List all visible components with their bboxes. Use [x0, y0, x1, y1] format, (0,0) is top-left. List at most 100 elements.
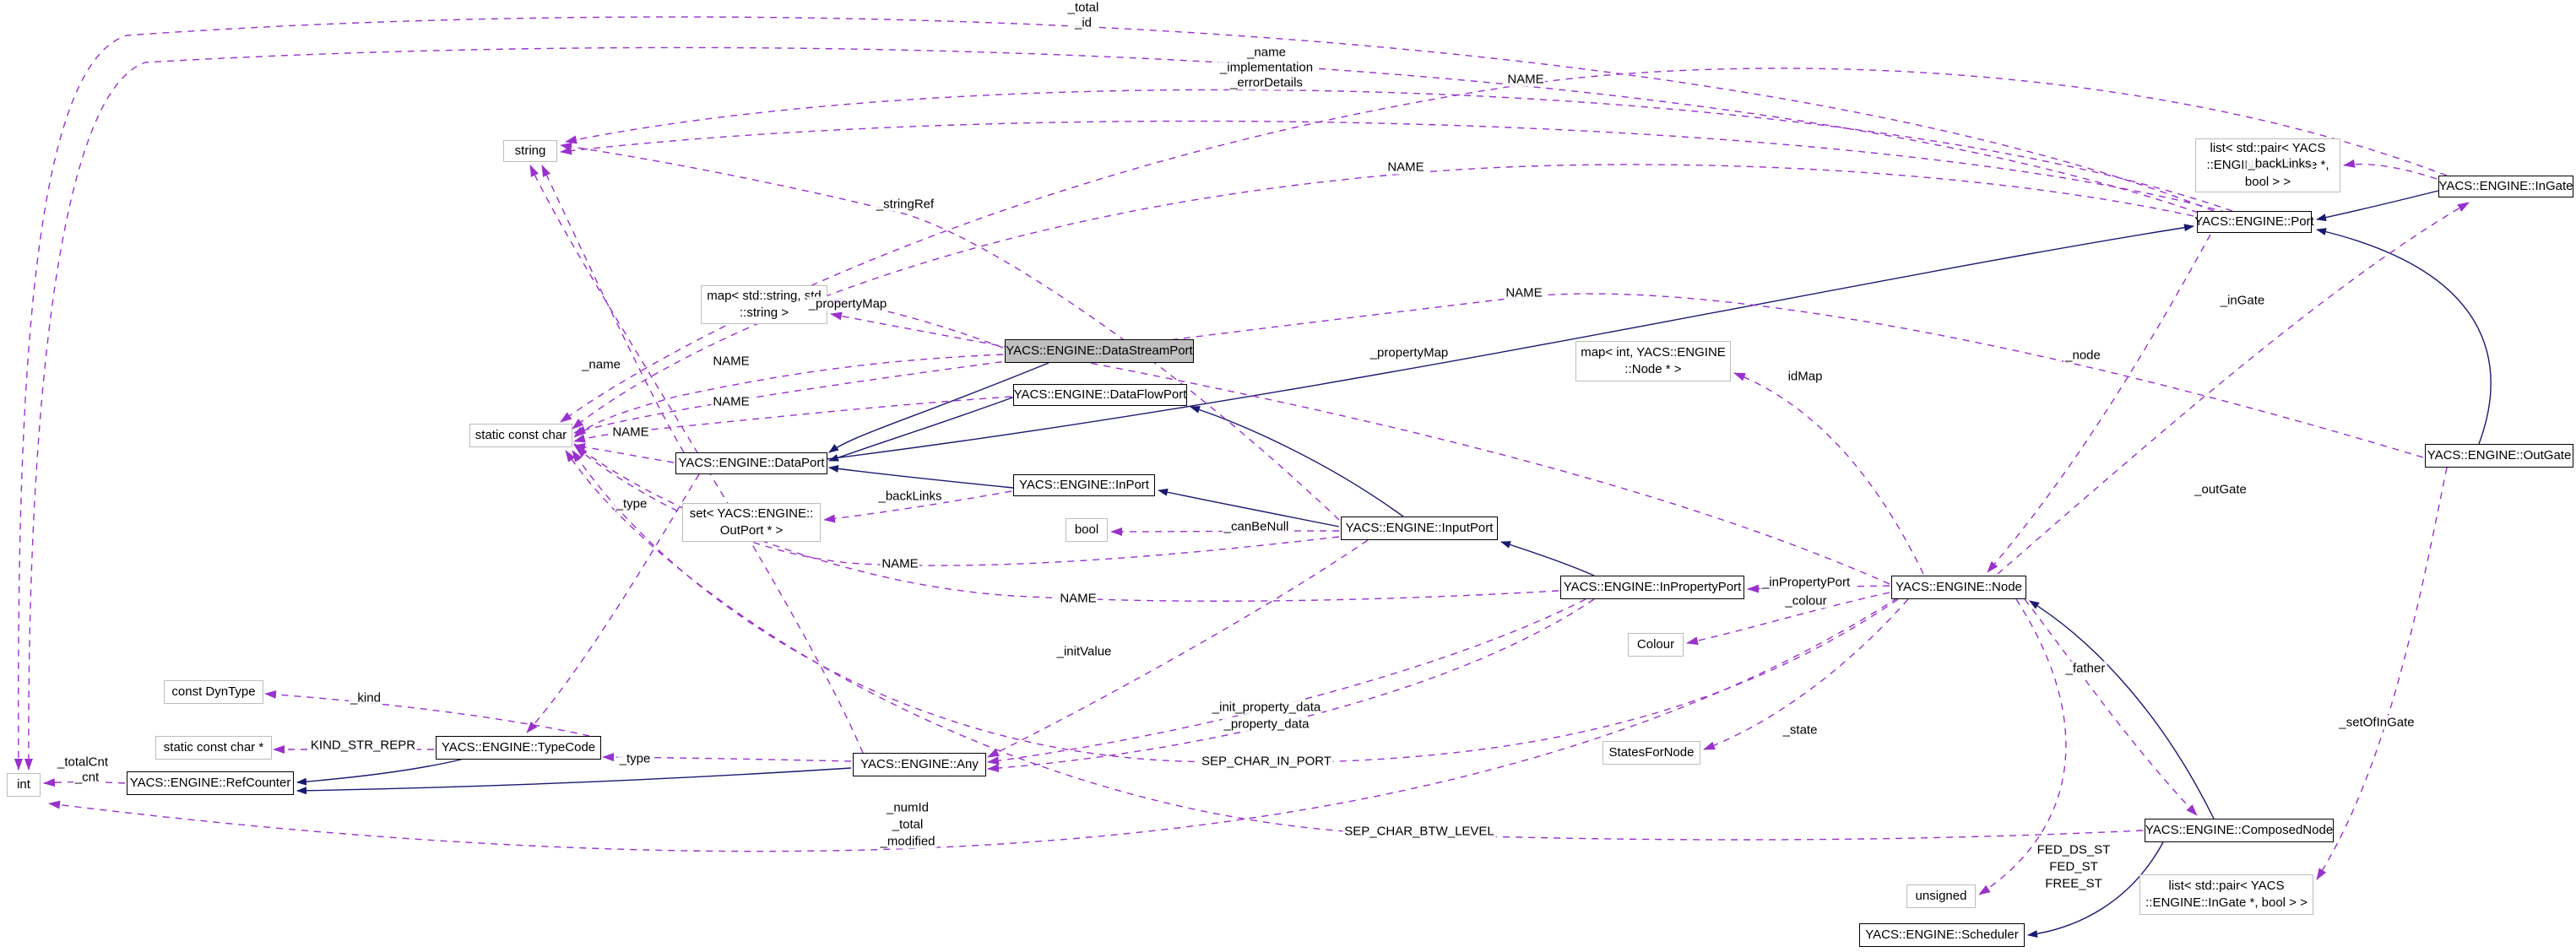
node-map-int-node[interactable]: map< int, YACS::ENGINE::Node * >: [1575, 341, 1731, 381]
node-label-line: YACS::ENGINE::DataStreamPort: [1006, 343, 1193, 358]
edge-node-numid-to-int: [48, 597, 1899, 852]
edge-label: NAME: [1504, 285, 1544, 300]
edge-label: KIND_STR_REPR: [308, 738, 418, 753]
node-label-line: static const char: [475, 428, 567, 442]
edge-node-ingate: [1997, 202, 2470, 575]
edge-node-idmap: [1733, 372, 1924, 575]
node-label-line: ::string >: [740, 306, 789, 320]
edge-label: _backLinks: [876, 489, 944, 504]
edge-inputport-canbenull: [1110, 527, 1340, 536]
edge-label: _modified: [878, 834, 937, 849]
node-label-line: string: [514, 143, 546, 158]
edge-label: _type: [617, 751, 653, 766]
node-label-line: map< std::string, std: [707, 289, 822, 303]
edge-dataport-name-to-string: [541, 165, 685, 453]
node-unsigned[interactable]: unsigned: [1906, 884, 1976, 908]
edge-port-id-to-int: [24, 46, 2223, 771]
node-label-line: list< std::pair< YACS: [2168, 879, 2285, 893]
node-datastreamport[interactable]: YACS::ENGINE::DataStreamPort: [1005, 339, 1194, 363]
node-label-line: unsigned: [1915, 889, 1967, 903]
node-node[interactable]: YACS::ENGINE::Node: [1891, 576, 2026, 599]
edge-any-to-refcounter: [296, 767, 852, 795]
node-any[interactable]: YACS::ENGINE::Any: [853, 753, 986, 776]
node-label-line: YACS::ENGINE::OutGate: [2427, 448, 2572, 462]
edge-label: _errorDetails: [1228, 75, 1304, 90]
edge-node-colour: [1686, 592, 1890, 646]
edge-label: FED_ST: [2047, 859, 2100, 874]
node-outgate[interactable]: YACS::ENGINE::OutGate: [2425, 444, 2573, 468]
node-bool[interactable]: bool: [1066, 518, 1108, 542]
edge-label: _implementation: [1217, 60, 1315, 75]
node-label-line: bool > >: [2244, 175, 2291, 189]
edge-label: idMap: [1786, 369, 1825, 384]
node-label-line: OutPort * >: [719, 523, 784, 538]
node-map-string[interactable]: map< std::string, std::string >: [701, 285, 827, 324]
edge-label: NAME: [711, 354, 751, 369]
edge-label: FED_DS_ST: [2035, 842, 2112, 857]
edge-label: _property_data: [1222, 717, 1311, 732]
edge-outgate-name: [573, 293, 2424, 458]
node-label-line: bool: [1074, 522, 1099, 537]
node-label-line: YACS::ENGINE::InputPort: [1345, 521, 1494, 535]
edge-label: _kind: [349, 690, 382, 706]
node-label-line: list< std::pair< YACS: [2210, 141, 2326, 155]
edge-label: _canBeNull: [1222, 519, 1291, 534]
edge-label: _type: [614, 496, 649, 511]
edge-label: _propertyMap: [1368, 345, 1451, 360]
edge-ingate-to-port: [2316, 190, 2439, 222]
edge-stringref: [560, 142, 1340, 521]
edge-dataport-to-port: [826, 224, 2194, 460]
node-typecode[interactable]: YACS::ENGINE::TypeCode: [436, 736, 601, 760]
edge-outgate-setofingate: [2316, 467, 2448, 880]
node-inpropertyport[interactable]: YACS::ENGINE::InPropertyPort: [1560, 576, 1744, 599]
edge-label: SEP_CHAR_IN_PORT: [1200, 754, 1333, 769]
node-label-line: YACS::ENGINE::InPropertyPort: [1563, 580, 1742, 594]
edge-label: _node: [2064, 348, 2102, 363]
node-label-line: int: [17, 777, 30, 792]
node-int[interactable]: int: [7, 773, 41, 797]
edge-inpropertyport-propdata: [987, 598, 1595, 773]
node-label-line: YACS::ENGINE::Node: [1895, 580, 2022, 594]
edge-label: _outGate: [2193, 482, 2248, 497]
edge-composednode-to-node: [2029, 600, 2215, 819]
node-dataflowport[interactable]: YACS::ENGINE::DataFlowPort: [1013, 384, 1187, 406]
edge-label: FREE_ST: [2043, 876, 2104, 891]
node-composednode[interactable]: YACS::ENGINE::ComposedNode: [2145, 819, 2334, 842]
node-const-dyntype[interactable]: const DynType: [164, 680, 263, 704]
node-statesfornode[interactable]: StatesForNode: [1603, 741, 1700, 765]
edge-inport-to-dataport: [828, 464, 1014, 489]
edge-label: NAME: [610, 425, 651, 440]
node-scheduler[interactable]: YACS::ENGINE::Scheduler: [1859, 923, 2025, 947]
node-set-outport[interactable]: set< YACS::ENGINE::OutPort * >: [682, 503, 821, 542]
node-inputport[interactable]: YACS::ENGINE::InputPort: [1341, 517, 1498, 540]
edge-label: _init_property_data: [1210, 700, 1323, 715]
node-ingate[interactable]: YACS::ENGINE::InGate: [2438, 176, 2573, 197]
node-dataport[interactable]: YACS::ENGINE::DataPort: [675, 452, 827, 474]
node-port[interactable]: YACS::ENGINE::Port: [2194, 211, 2314, 233]
node-list-ingate[interactable]: list< std::pair< YACS::ENGINE::InGate *,…: [2139, 874, 2313, 915]
node-string[interactable]: string: [503, 140, 557, 162]
edge-inpropertyport-name: [573, 443, 1559, 602]
edge-inputport-to-inport: [1158, 488, 1340, 527]
edge-label: _backLinks: [2246, 156, 2313, 171]
edge-inputport-to-dataflowport: [1190, 406, 1404, 517]
node-label-line: YACS::ENGINE::DataPort: [678, 456, 825, 470]
edge-any-to-string: [529, 165, 864, 754]
node-label-line: YACS::ENGINE::InGate: [2438, 179, 2573, 193]
edge-label: _total: [890, 817, 925, 832]
edge-label: _inGate: [2218, 293, 2267, 308]
edge-inport-backlinks: [823, 490, 1012, 523]
node-list-outgate[interactable]: list< std::pair< YACS::ENGINE::OutGate *…: [2195, 138, 2340, 192]
edge-label: NAME: [1386, 160, 1426, 175]
node-refcounter[interactable]: YACS::ENGINE::RefCounter: [127, 771, 294, 795]
node-inport[interactable]: YACS::ENGINE::InPort: [1013, 474, 1155, 496]
edge-label: _id: [1072, 15, 1094, 30]
node-colour[interactable]: Colour: [1628, 633, 1684, 657]
edge-label: _name: [1245, 45, 1288, 60]
edge-label: _cnt: [73, 770, 101, 785]
edge-label: _totalCnt: [55, 755, 111, 770]
edge-datastreamport-to-dataport: [828, 362, 1049, 453]
node-static-const-char-ptr[interactable]: static const char *: [155, 736, 272, 760]
node-static-const-char[interactable]: static const char: [469, 424, 572, 447]
